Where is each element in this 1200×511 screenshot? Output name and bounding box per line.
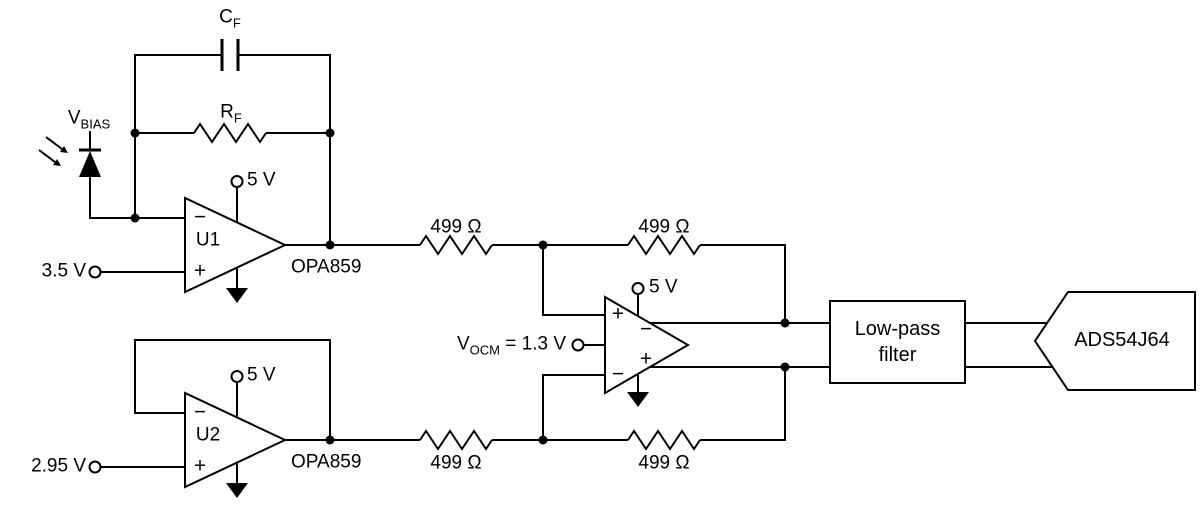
u2-ref-label: U2 xyxy=(195,424,221,446)
r-top-right-resistor xyxy=(627,234,701,256)
r-bottom-right-resistor xyxy=(627,429,701,451)
fda-ground-symbol xyxy=(627,392,649,407)
lowpass-filter-box xyxy=(829,300,966,384)
r-bottom-left-label: 499 Ω xyxy=(430,452,482,474)
rf-resistor xyxy=(193,122,267,144)
junction-dots xyxy=(130,128,790,445)
r-top-left-resistor xyxy=(419,234,493,256)
u1-opamp-body xyxy=(184,196,288,294)
cf-loop-wire xyxy=(134,54,331,245)
adc-block xyxy=(1033,291,1196,391)
fda-top-input-wire xyxy=(542,245,605,316)
vocm-label: VOCM = 1.3 V xyxy=(456,333,566,358)
u1-input-terminal xyxy=(88,265,102,279)
fda-bottom-input-wire xyxy=(542,374,605,440)
amplifier-bodies xyxy=(184,196,690,489)
lowpass-filter-label-line1: Low-pass xyxy=(854,318,941,340)
cf-label: CF xyxy=(219,6,241,31)
r-top-right-label: 499 Ω xyxy=(638,216,690,238)
u1-ground-symbol xyxy=(226,288,248,303)
cf-capacitor xyxy=(220,39,240,71)
u2-part-label: OPA859 xyxy=(291,451,362,473)
lowpass-filter-label-line2: filter xyxy=(878,344,917,366)
photodiode-wire xyxy=(89,131,185,219)
lowpass-filter-label: Low-pass filter xyxy=(830,301,965,383)
u1-inverting-sign: − xyxy=(193,205,207,229)
u2-input-voltage-label: 2.95 V xyxy=(31,455,86,477)
photodiode xyxy=(38,136,101,177)
u1-ref-label: U1 xyxy=(195,229,221,251)
fda-input-pos-sign: + xyxy=(611,302,625,326)
u1-part-label: OPA859 xyxy=(291,256,362,278)
u2-inverting-sign: − xyxy=(193,400,207,424)
u2-noninverting-sign: + xyxy=(193,454,207,478)
u2-supply-label: 5 V xyxy=(247,364,276,386)
u2-output-wire xyxy=(285,367,786,441)
u2-ground-symbol xyxy=(226,483,248,498)
u1-supply-terminal xyxy=(230,175,244,188)
u1-output-wire xyxy=(285,244,786,323)
fda-input-neg-sign: − xyxy=(611,362,625,386)
terminal-circles xyxy=(88,175,645,474)
wire-group xyxy=(89,54,1052,483)
vbias-label: VBIAS xyxy=(67,107,111,132)
ground-symbols xyxy=(226,288,649,498)
r-bottom-right-label: 499 Ω xyxy=(638,452,690,474)
u1-input-voltage-label: 3.5 V xyxy=(41,260,86,282)
r-bottom-left-resistor xyxy=(419,429,493,451)
fda-output-wires xyxy=(650,322,830,368)
lpf-to-adc-wires xyxy=(965,322,1052,368)
u2-feedback-wire xyxy=(134,339,331,440)
u2-opamp-body xyxy=(184,391,288,489)
fda-supply-label: 5 V xyxy=(649,276,678,298)
fda-body xyxy=(604,295,690,395)
fda-output-neg-sign: − xyxy=(639,317,653,341)
u1-supply-label: 5 V xyxy=(247,169,276,191)
r-top-left-label: 499 Ω xyxy=(430,216,482,238)
u2-supply-terminal xyxy=(230,370,244,383)
light-arrows-icon xyxy=(38,136,68,166)
adc-label: ADS54J64 xyxy=(1074,329,1170,351)
fda-output-pos-sign: + xyxy=(639,347,653,371)
vocm-terminal xyxy=(571,338,585,352)
rf-label: RF xyxy=(220,101,242,126)
u1-noninverting-sign: + xyxy=(193,259,207,283)
fda-supply-terminal xyxy=(631,282,645,295)
u2-input-terminal xyxy=(88,460,102,474)
resistor-group xyxy=(193,122,701,451)
